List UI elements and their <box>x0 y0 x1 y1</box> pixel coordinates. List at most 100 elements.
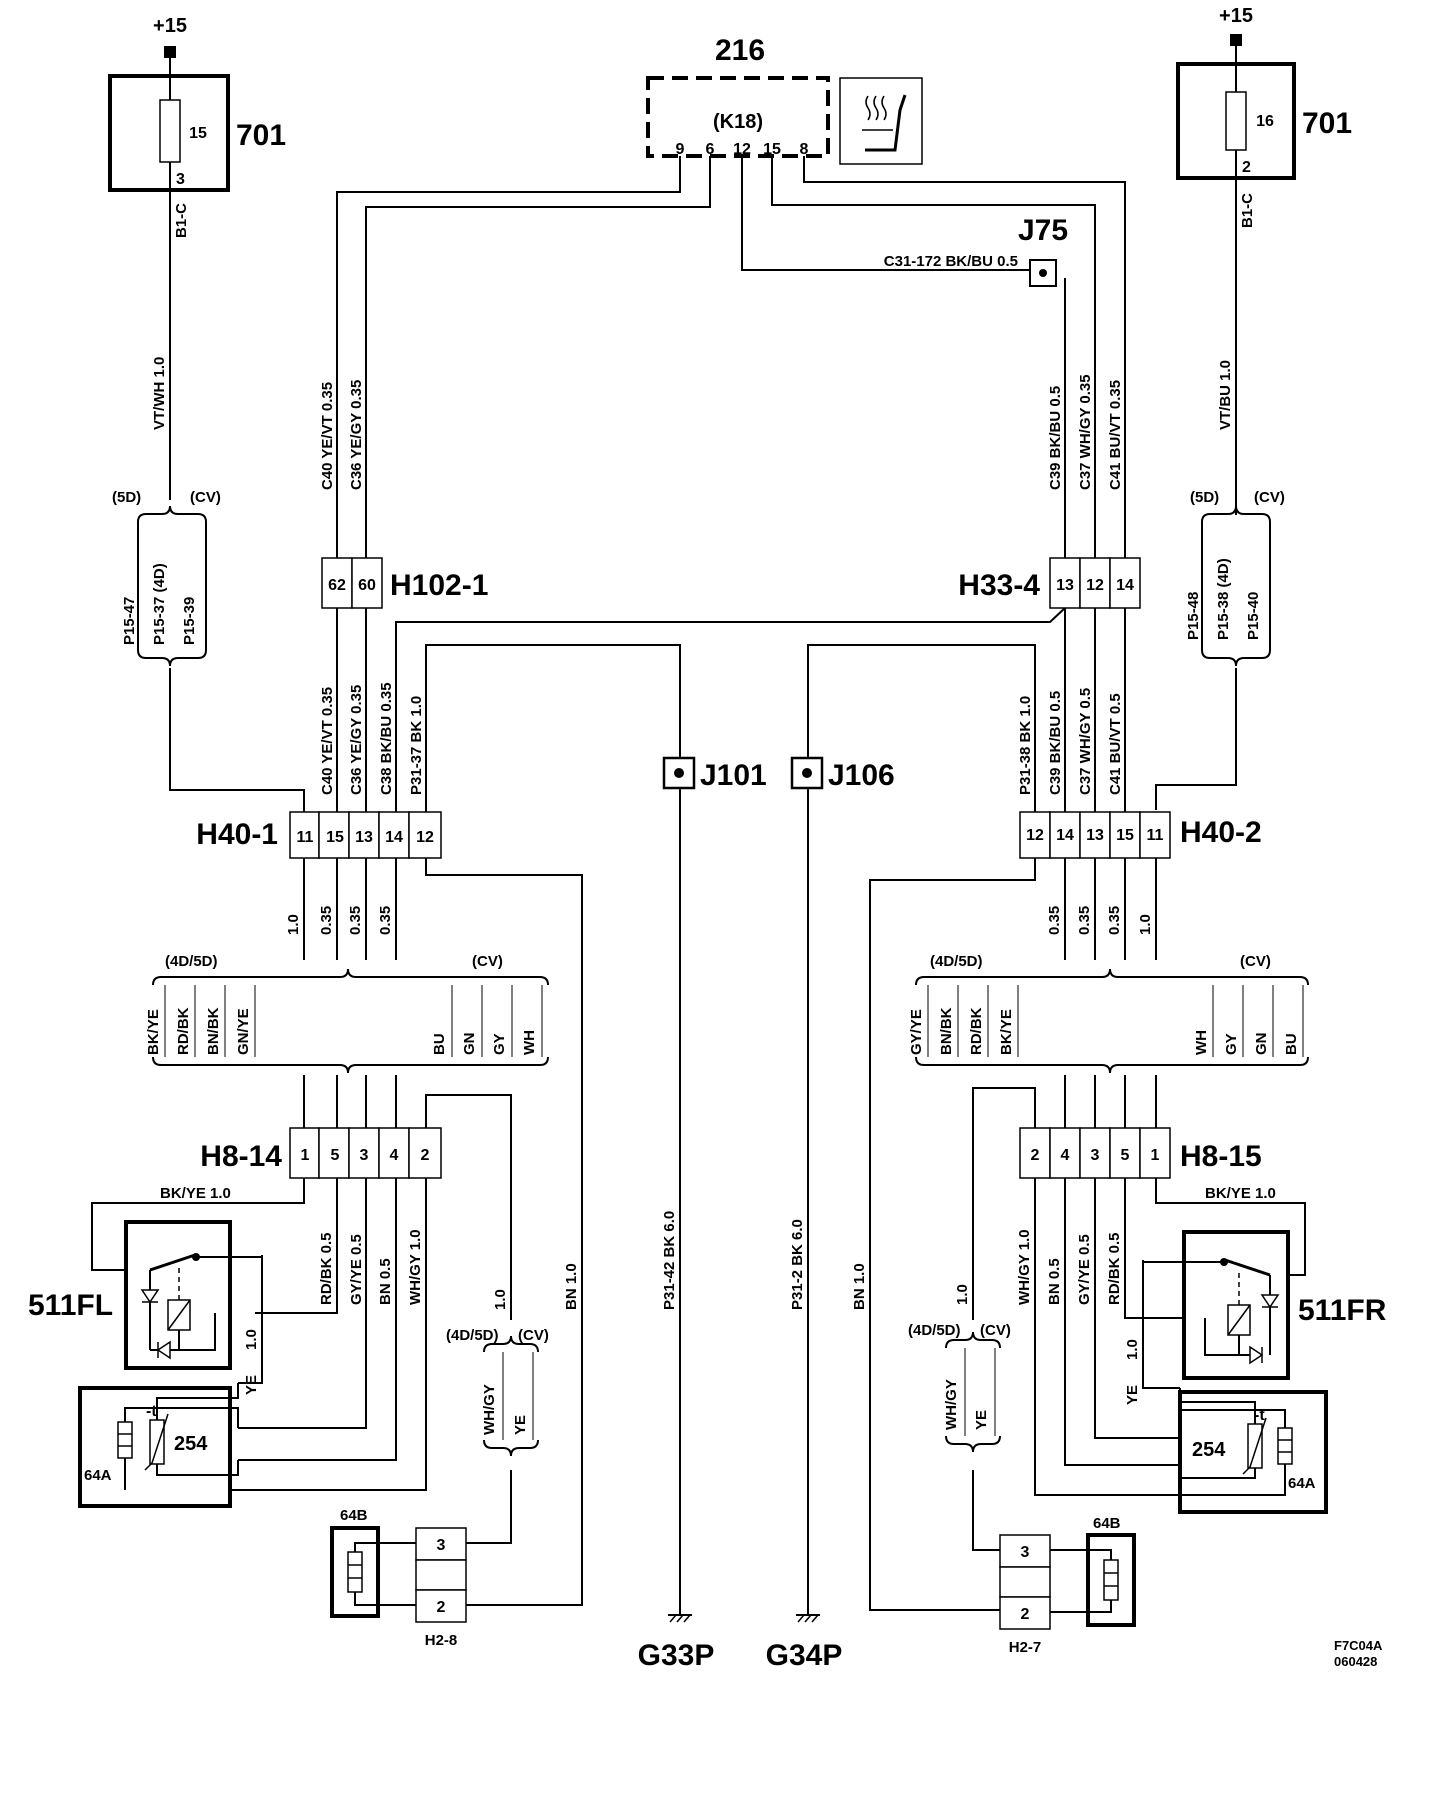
svg-text:P15-37 (4D): P15-37 (4D) <box>151 563 168 645</box>
wire-label: C37 WH/GY 0.35 <box>1077 374 1094 490</box>
variant-right: (5D) (CV) P15-48 P15-38 (4D) P15-40 <box>1185 489 1285 667</box>
svg-text:GN/YE: GN/YE <box>235 1008 252 1055</box>
svg-text:13: 13 <box>1056 577 1074 594</box>
vtwh-label: VT/WH 1.0 <box>151 357 168 430</box>
seat-heater-icon <box>839 77 923 165</box>
small-variant-left: (4D/5D) (CV) WH/GY YE <box>446 1327 549 1457</box>
splice-j101: J101 <box>662 756 767 792</box>
svg-text:(CV): (CV) <box>1254 489 1285 506</box>
h102-label: H102-1 <box>390 569 488 602</box>
svg-text:14: 14 <box>1056 827 1074 844</box>
svg-text:1: 1 <box>1151 1147 1160 1164</box>
svg-text:12: 12 <box>1026 827 1044 844</box>
supply-label: +15 <box>153 15 187 37</box>
fuse-pin: 2 <box>1242 159 1251 176</box>
svg-text:1: 1 <box>301 1147 310 1164</box>
svg-text:BK/YE 1.0: BK/YE 1.0 <box>1205 1185 1276 1202</box>
svg-text:64B: 64B <box>1093 1515 1121 1532</box>
fuse-pin: 3 <box>176 171 185 188</box>
svg-text:(5D): (5D) <box>112 489 141 506</box>
vtbu-label: VT/BU 1.0 <box>1217 360 1234 430</box>
fuse-left: +15 15 3 701 B1-C <box>108 15 286 238</box>
ecu-216: 216 (K18) 9 6 12 15 8 <box>646 34 923 165</box>
svg-text:GY/YE: GY/YE <box>908 1009 925 1055</box>
svg-text:BN 1.0: BN 1.0 <box>563 1263 580 1310</box>
fuse-conn: B1-C <box>173 203 190 238</box>
svg-text:BN 0.5: BN 0.5 <box>377 1258 394 1305</box>
svg-text:1.0: 1.0 <box>243 1329 260 1350</box>
svg-text:(CV): (CV) <box>190 489 221 506</box>
splice-j106: J106 <box>790 756 895 792</box>
wire-label: C37 WH/GY 0.5 <box>1077 688 1094 795</box>
svg-text:BU: BU <box>1283 1033 1300 1055</box>
relay-label: 511FL <box>28 1289 113 1322</box>
ecu-id: 216 <box>715 34 765 67</box>
wire-label: C38 BK/BU 0.35 <box>378 682 395 795</box>
svg-text:14: 14 <box>1116 577 1134 594</box>
ecu-pin-9: 9 <box>676 141 685 158</box>
relay-511fr: 511FR <box>1143 1230 1387 1380</box>
heater-64b-right: 64B <box>1050 1515 1136 1627</box>
connector-h102-1: 62 60 H102-1 <box>321 557 488 609</box>
svg-text:WH/GY: WH/GY <box>481 1384 498 1435</box>
connector-h2-8: 3 2 H2-8 <box>415 1527 467 1649</box>
relay-511fl: 511FL <box>28 1220 262 1370</box>
diagram-date: 060428 <box>1334 1654 1377 1669</box>
svg-text:P31-2 BK 6.0: P31-2 BK 6.0 <box>789 1219 806 1310</box>
svg-text:P15-38 (4D): P15-38 (4D) <box>1215 558 1232 640</box>
fuse-right: +15 16 2 701 B1-C <box>1176 5 1352 228</box>
ground-g34p: G34P <box>766 1614 843 1672</box>
ecu-pin-8: 8 <box>800 141 809 158</box>
wire-label: P31-38 BK 1.0 <box>1017 696 1034 795</box>
lower-wire-labels: BK/YE 1.0 BK/YE 1.0 RD/BK 0.5 GY/YE 0.5 … <box>160 1185 1276 1405</box>
svg-text:14: 14 <box>385 829 403 846</box>
wire-label: C36 YE/GY 0.35 <box>348 380 365 490</box>
svg-text:-t: -t <box>146 1403 157 1420</box>
svg-text:(CV): (CV) <box>980 1322 1011 1339</box>
ground-label: G34P <box>766 1639 843 1672</box>
svg-text:BU: BU <box>431 1033 448 1055</box>
svg-text:P15-40: P15-40 <box>1245 592 1262 640</box>
connector-h8-15: 2 4 3 5 1 H8-15 <box>1019 1127 1262 1179</box>
svg-text:15: 15 <box>1116 827 1134 844</box>
wire-label: C39 BK/BU 0.5 <box>1047 691 1064 795</box>
ground-label: G33P <box>638 1639 715 1672</box>
j75-label: J75 <box>1018 214 1068 247</box>
svg-text:WH: WH <box>521 1030 538 1055</box>
svg-text:1.0: 1.0 <box>1124 1339 1141 1360</box>
svg-text:2: 2 <box>421 1147 430 1164</box>
svg-text:BK/YE 1.0: BK/YE 1.0 <box>160 1185 231 1202</box>
fuse-id: 701 <box>1302 107 1352 140</box>
ecu-pin-6: 6 <box>706 141 715 158</box>
svg-text:BK/YE: BK/YE <box>998 1009 1015 1055</box>
svg-text:J106: J106 <box>828 759 895 792</box>
color-bracket-left: (4D/5D) (CV) BK/YE RD/BK BN/BK GN/YE BU … <box>145 953 549 1074</box>
svg-text:BK/YE: BK/YE <box>145 1009 162 1055</box>
svg-text:1.0: 1.0 <box>954 1284 971 1305</box>
wire-label: C40 YE/VT 0.35 <box>319 382 336 490</box>
heater-label: 64A <box>1288 1475 1316 1492</box>
svg-text:5: 5 <box>331 1147 340 1164</box>
svg-text:3: 3 <box>360 1147 369 1164</box>
svg-text:BN/BK: BN/BK <box>205 1007 222 1055</box>
svg-text:0.35: 0.35 <box>1106 906 1123 935</box>
svg-text:2: 2 <box>1031 1147 1040 1164</box>
svg-text:GN: GN <box>1253 1033 1270 1056</box>
svg-text:62: 62 <box>328 577 346 594</box>
heater-label: 64A <box>84 1467 112 1484</box>
svg-text:BN 1.0: BN 1.0 <box>851 1263 868 1310</box>
svg-text:P31-42 BK 6.0: P31-42 BK 6.0 <box>661 1211 678 1310</box>
color-bracket-right: (4D/5D) (CV) GY/YE BN/BK RD/BK BK/YE WH … <box>908 953 1309 1074</box>
svg-text:(4D/5D): (4D/5D) <box>165 953 218 970</box>
relay-label: 511FR <box>1298 1294 1387 1327</box>
h40-2-label: H40-2 <box>1180 816 1262 849</box>
wire-label: P31-37 BK 1.0 <box>408 696 425 795</box>
ecu-pin-12: 12 <box>733 141 751 158</box>
svg-text:(CV): (CV) <box>518 1327 549 1344</box>
svg-text:P15-47: P15-47 <box>121 597 138 645</box>
ground-g33p: G33P <box>638 1614 715 1672</box>
svg-text:60: 60 <box>358 577 376 594</box>
svg-text:P15-48: P15-48 <box>1185 592 1202 640</box>
svg-text:0.35: 0.35 <box>1076 906 1093 935</box>
h8-14-label: H8-14 <box>200 1140 282 1173</box>
